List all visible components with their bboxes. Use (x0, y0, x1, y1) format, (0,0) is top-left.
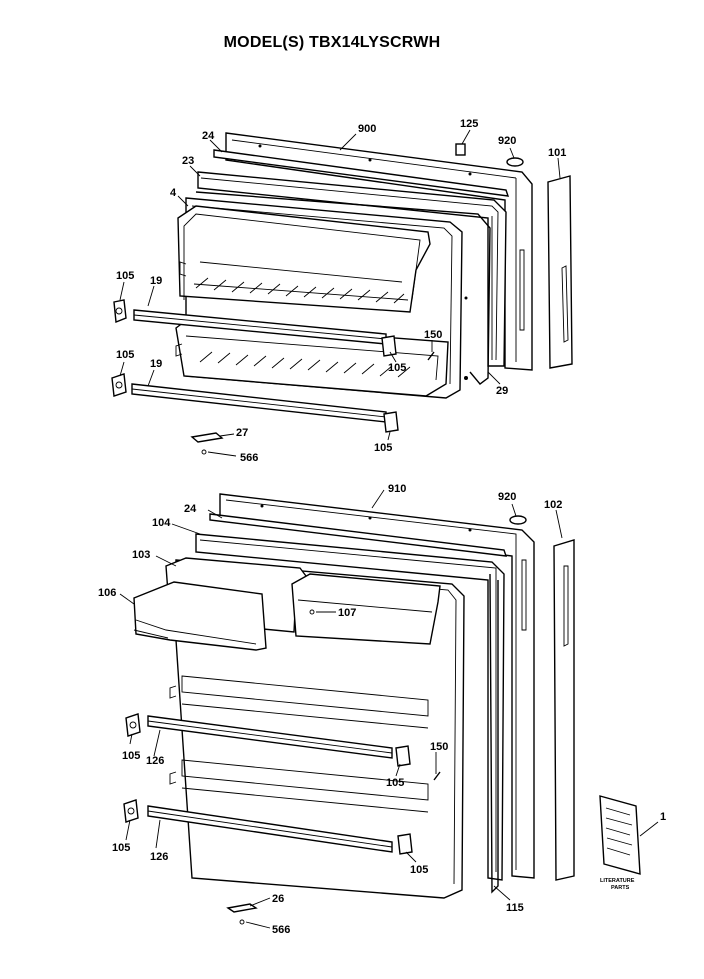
callout-labels: 900 125 920 101 24 23 4 105 19 105 19 10… (98, 118, 666, 936)
gasket-strip-24 (213, 149, 510, 197)
inner-door-liner-4 (175, 197, 463, 399)
gasket-115 (489, 573, 499, 894)
callout-126-lower: 126 (150, 851, 168, 863)
shelf-support-105-e (125, 713, 141, 737)
callout-105-h: 105 (410, 864, 428, 876)
callout-103: 103 (132, 549, 150, 561)
callout-102: 102 (544, 499, 562, 511)
liner-frame-23 (197, 171, 507, 367)
shelf-support-105-c (381, 335, 397, 357)
callout-105-f: 105 (386, 777, 404, 789)
shelf-support-105-g (123, 799, 139, 823)
shelf-support-105-h (397, 833, 413, 855)
leader-lines (119, 129, 659, 929)
callout-106: 106 (98, 587, 116, 599)
callout-115: 115 (506, 902, 524, 914)
shelf-bar-126-lower (147, 805, 393, 853)
callout-910: 910 (388, 483, 406, 495)
hinge-26 (226, 903, 258, 913)
callout-566-lower: 566 (272, 924, 290, 936)
callout-900: 900 (358, 123, 376, 135)
door-trim-102 (553, 539, 575, 881)
callout-150-lower: 150 (430, 741, 448, 753)
screw-150-lower (433, 771, 441, 781)
callout-150-upper: 150 (424, 329, 442, 341)
hinge-27 (190, 432, 224, 443)
callout-24-upper: 24 (202, 130, 215, 142)
callout-101: 101 (548, 147, 566, 159)
callout-26: 26 (272, 893, 284, 905)
callout-105-d: 105 (374, 442, 392, 454)
callout-24-lower: 24 (184, 503, 197, 515)
literature-label-1: LITERATURE (600, 878, 635, 884)
callout-19-upper: 19 (150, 275, 162, 287)
callout-19-lower: 19 (150, 358, 162, 370)
callout-566-upper: 566 (240, 452, 258, 464)
shelf-support-105-d (383, 411, 399, 433)
callout-125: 125 (460, 118, 478, 130)
callout-107: 107 (338, 607, 356, 619)
shelf-support-105-f (395, 745, 411, 767)
callout-920-lower: 920 (498, 491, 516, 503)
callout-105-b: 105 (116, 349, 134, 361)
plug-920-lower (509, 515, 527, 525)
screw-566-upper (201, 449, 207, 455)
callout-23: 23 (182, 155, 194, 167)
freezer-door-assembly (175, 132, 533, 399)
callout-105-g: 105 (112, 842, 130, 854)
callout-920-upper: 920 (498, 135, 516, 147)
liner-frame-104 (195, 533, 505, 881)
callout-105-a: 105 (116, 270, 134, 282)
outer-door-900 (225, 132, 533, 371)
callout-105-c: 105 (388, 362, 406, 374)
callout-1: 1 (660, 811, 666, 823)
plug-920-upper (506, 157, 524, 167)
fresh-food-door-assembly (133, 493, 535, 899)
callout-4: 4 (170, 187, 177, 199)
literature-parts-booklet: LITERATURE PARTS (599, 795, 641, 891)
shelf-grid-upper (195, 277, 405, 304)
callout-27: 27 (236, 427, 248, 439)
shelf-bar-126-upper (147, 715, 393, 759)
model-title: MODEL(S) TBX14LYSCRWH (223, 34, 441, 51)
part-125 (455, 143, 466, 156)
screw-150-upper (427, 351, 435, 361)
literature-label-2: PARTS (611, 885, 630, 891)
shelf-grid-lower (199, 351, 411, 378)
gasket-29 (195, 191, 491, 385)
door-trim-101 (547, 175, 573, 369)
shelf-support-105-a (113, 299, 127, 323)
gasket-strip-24-lower (209, 513, 508, 557)
callout-126-upper: 126 (146, 755, 164, 767)
callout-105-e: 105 (122, 750, 140, 762)
shelf-support-105-b (111, 373, 127, 397)
screw-566-lower (239, 919, 245, 925)
callout-104: 104 (152, 517, 171, 529)
callout-29: 29 (496, 385, 508, 397)
dairy-door-106 (133, 581, 267, 651)
